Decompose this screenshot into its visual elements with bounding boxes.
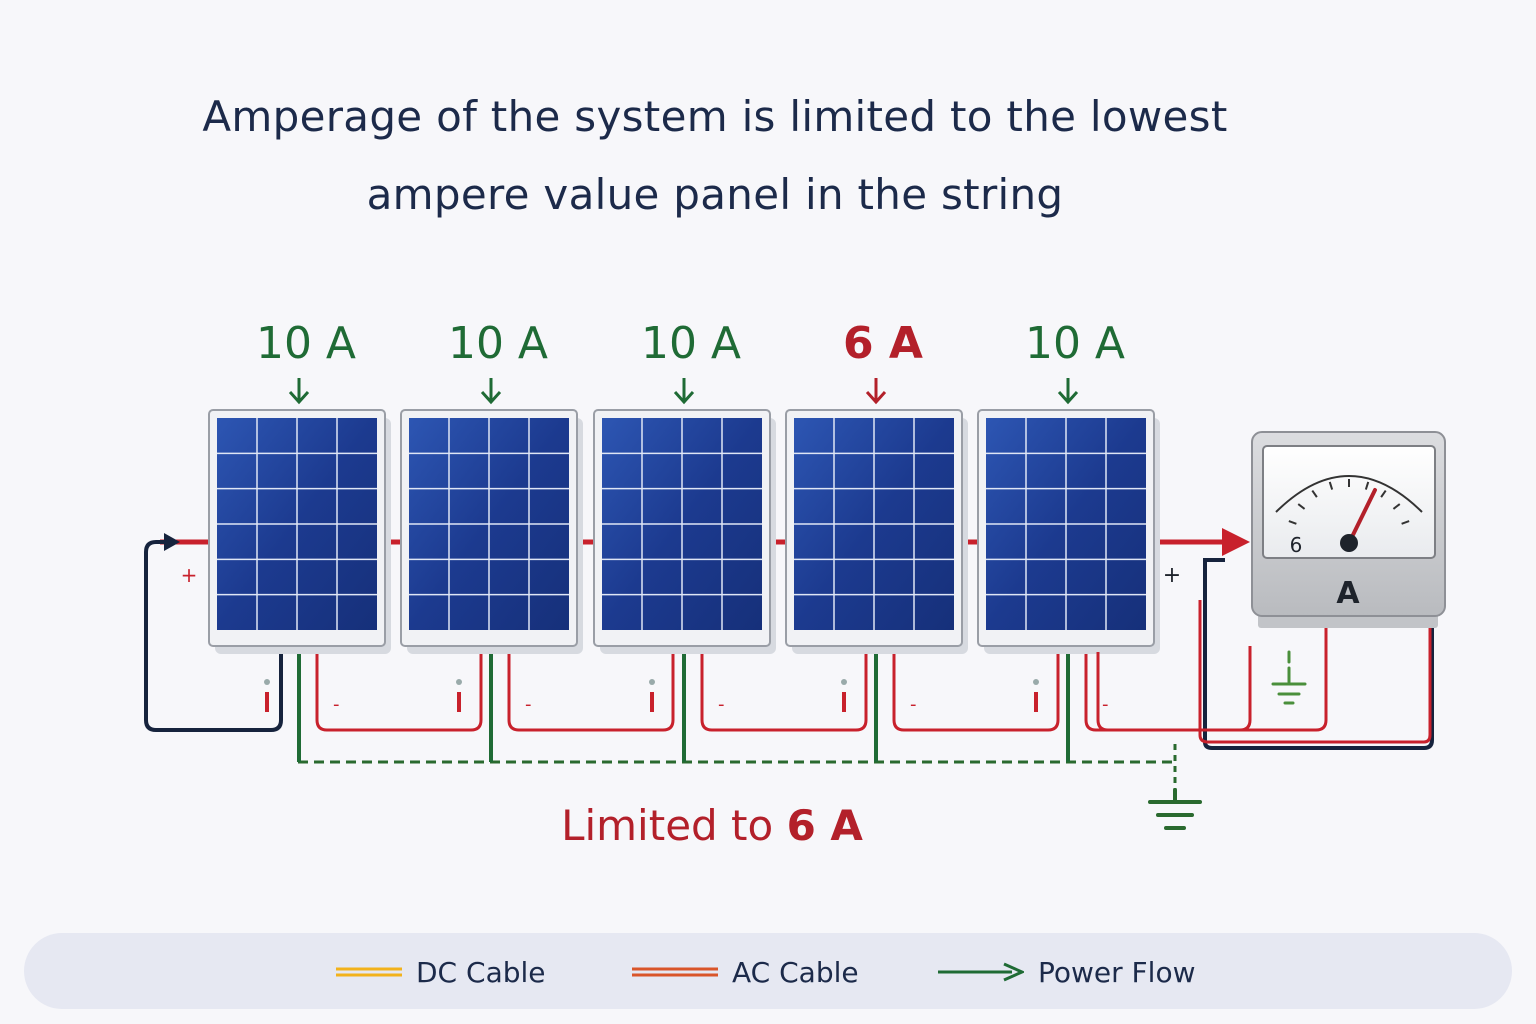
legend-item-dc-cable: DC Cable <box>336 954 546 990</box>
terminal-dot <box>649 679 655 685</box>
solar-panel-5: - 10 A <box>977 318 1252 762</box>
panel-negative-sign: - <box>333 694 340 715</box>
panel-negative-sign: - <box>525 694 532 715</box>
panel-series-cable <box>507 646 675 732</box>
terminal-dot <box>456 679 462 685</box>
ammeter: 6 A <box>1251 431 1446 628</box>
legend-label-dc-cable: DC Cable <box>416 955 546 989</box>
left-positive-sign: + <box>181 563 198 587</box>
diagram-title-line-2: ampere value panel in the string <box>366 170 1064 219</box>
panel-series-cable <box>892 646 1060 732</box>
ground-symbol-meter <box>1271 650 1307 705</box>
panel-current-label: 10 A <box>1025 318 1125 369</box>
meter-scale-ticks <box>1288 479 1410 525</box>
result-label: Limited to 6 A <box>561 801 863 850</box>
ac-cable-swatch <box>632 967 718 977</box>
meter-unit-label: A <box>1336 576 1360 611</box>
terminal-dot <box>264 679 270 685</box>
panel-series-cable <box>315 646 483 732</box>
power-flow-arrow-icon <box>938 962 1024 982</box>
meter-scale-value: 6 <box>1290 533 1303 557</box>
panel-negative-sign: - <box>910 694 917 715</box>
legend-item-power-flow: Power Flow <box>938 954 1195 990</box>
solar-panel-3: - 10 A <box>593 318 868 762</box>
panel-current-label: 10 A <box>448 318 548 369</box>
panel-current-label: 10 A <box>641 318 741 369</box>
meter-needle <box>1347 488 1377 545</box>
legend-label-ac-cable: AC Cable <box>732 955 859 989</box>
panel-series-cable <box>700 646 868 732</box>
solar-panel-4: - 6 A <box>785 318 1060 762</box>
meter-cable-positive-b <box>1096 625 1328 732</box>
solar-panel-1: - 10 A <box>208 318 483 762</box>
return-cable-loop <box>144 540 283 732</box>
legend-item-ac-cable: AC Cable <box>632 954 859 990</box>
terminal-dot <box>1033 679 1039 685</box>
meter-pivot <box>1340 534 1358 552</box>
panel-series-cable <box>1084 646 1252 732</box>
result-prefix: Limited to <box>561 801 786 850</box>
panel-current-label: 10 A <box>256 318 356 369</box>
dc-cable-swatch <box>336 967 402 977</box>
legend-bar <box>24 933 1512 1009</box>
diagram-title-line-1: Amperage of the system is limited to the… <box>202 92 1228 141</box>
result-value: 6 A <box>787 801 864 850</box>
power-flow-arrow-head <box>1222 528 1250 556</box>
current-arrow-head <box>1057 390 1079 405</box>
terminal-dot <box>841 679 847 685</box>
ground-symbol-main <box>1148 788 1202 830</box>
meter-cable-positive-a <box>1198 600 1432 744</box>
current-arrow-head <box>480 390 502 405</box>
meter-cable-negative <box>1203 558 1434 750</box>
panel-negative-sign: - <box>1102 694 1109 715</box>
right-positive-sign: + <box>1163 563 1181 588</box>
panel-negative-sign: - <box>718 694 725 715</box>
current-arrow-head <box>673 390 695 405</box>
solar-panel-2: - 10 A <box>400 318 675 762</box>
return-arrow-head <box>164 533 180 551</box>
meter-scale-arc <box>1275 475 1423 513</box>
legend-label-power-flow: Power Flow <box>1038 955 1196 989</box>
current-arrow-head <box>865 390 887 405</box>
current-arrow-head <box>288 390 310 405</box>
panel-current-label: 6 A <box>843 318 923 369</box>
